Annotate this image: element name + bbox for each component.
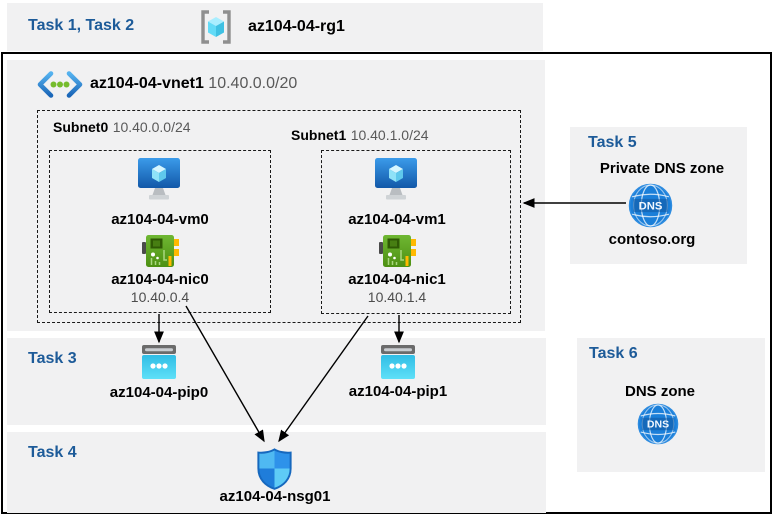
vm-icon (374, 158, 418, 205)
subnet0-cidr: 10.40.0.0/24 (112, 119, 191, 135)
task-6-label: Task 6 (589, 345, 638, 362)
nic1-ip: 10.40.1.4 (367, 289, 427, 305)
vm-icon (137, 158, 181, 205)
outer-border-box (1, 52, 772, 514)
task-5-label: Task 5 (588, 134, 637, 151)
task-1-2-label: Task 1, Task 2 (28, 17, 135, 34)
nic1-label: az104-04-nic1 (348, 271, 446, 288)
public-ip-icon (140, 345, 178, 379)
nsg-shield-icon (253, 447, 296, 490)
subnet0-box (49, 150, 271, 313)
resource-group-label: az104-04-rg1 (248, 18, 345, 35)
task-6-box (577, 338, 765, 472)
subnet1-label: Subnet1 10.40.1.0/24 (291, 127, 429, 145)
private-dns-zone-name: contoso.org (608, 231, 696, 248)
task-3-label: Task 3 (28, 350, 77, 367)
subnet1-box (321, 150, 511, 314)
task-3-band (7, 338, 546, 425)
nic-icon (379, 233, 416, 269)
dns-icon-text: DNS (639, 200, 663, 212)
nic0-label: az104-04-nic0 (111, 271, 209, 288)
public-ip-icon (379, 345, 417, 379)
task-1-2-band (7, 3, 543, 51)
task-4-label: Task 4 (28, 444, 77, 461)
nsg-label: az104-04-nsg01 (219, 488, 331, 505)
virtual-network-icon (36, 71, 84, 98)
vnet-region (7, 60, 545, 331)
nic-icon (142, 233, 179, 269)
vnet-cidr: 10.40.0.0/20 (208, 75, 298, 92)
pip0-label: az104-04-pip0 (109, 384, 209, 401)
subnet1-cidr: 10.40.1.0/24 (350, 127, 429, 143)
dns-icon-text: DNS (647, 419, 669, 431)
vnet-name: az104-04-vnet1 (90, 75, 204, 92)
subnet1-name: Subnet1 (291, 127, 347, 143)
resource-group-icon (197, 8, 235, 46)
private-dns-zone-title: Private DNS zone (599, 160, 725, 177)
vm0-label: az104-04-vm0 (111, 211, 209, 228)
pip1-label: az104-04-pip1 (348, 383, 448, 400)
subnet0-name: Subnet0 (53, 119, 109, 135)
nic0-ip: 10.40.0.4 (130, 289, 190, 305)
dns-zone-title: DNS zone (624, 383, 695, 400)
subnet0-label: Subnet0 10.40.0.0/24 (53, 119, 191, 137)
vm1-label: az104-04-vm1 (348, 211, 446, 228)
dns-icon: DNS (637, 403, 679, 445)
private-dns-icon: DNS (628, 183, 673, 228)
